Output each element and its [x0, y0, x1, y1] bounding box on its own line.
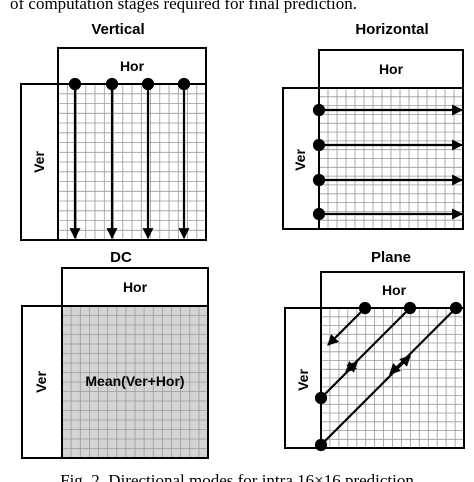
arrows-horizontal — [312, 103, 464, 221]
caption-bottom: Fig. 2. Directional modes for intra 16×1… — [60, 471, 414, 482]
panel-dc: DC Hor Ver Mean(Ver+Hor) — [21, 249, 209, 459]
hor-box-vertical — [57, 47, 207, 85]
ver-label-vertical: Ver — [31, 151, 47, 173]
panel-horizontal: Horizontal Hor Ver — [282, 21, 464, 230]
hor-box-horizontal — [318, 49, 464, 89]
hor-label-vertical: Hor — [120, 58, 145, 74]
ver-label-horizontal: Ver — [292, 149, 308, 171]
ver-box-dc — [21, 305, 63, 459]
panel-title-horizontal: Horizontal — [355, 21, 428, 38]
hor-box-dc — [61, 267, 209, 307]
caption-top: of computation stages required for final… — [10, 0, 357, 13]
dc-mean-label: Mean(Ver+Hor) — [85, 373, 184, 389]
grid-path — [58, 84, 206, 240]
arrows-plane — [314, 301, 463, 452]
ver-box-plane — [284, 307, 322, 449]
panel-plane: Plane Hor Ver — [284, 249, 465, 452]
panel-title-dc: DC — [110, 249, 132, 266]
hor-label-dc: Hor — [123, 279, 148, 295]
hor-label-horizontal: Hor — [379, 61, 404, 77]
hor-box-plane — [320, 271, 465, 309]
panel-title-vertical: Vertical — [91, 21, 144, 38]
panel-vertical: Vertical Hor Ver — [20, 21, 207, 241]
grid-path — [62, 306, 208, 458]
ver-label-plane: Ver — [295, 369, 311, 391]
panel-title-plane: Plane — [371, 249, 411, 266]
ver-label-dc: Ver — [33, 371, 49, 393]
arrows-vertical — [68, 77, 191, 240]
hor-label-plane: Hor — [382, 282, 407, 298]
ver-box-horizontal — [282, 87, 320, 230]
grid-path — [319, 88, 463, 229]
ver-box-vertical — [20, 83, 59, 241]
